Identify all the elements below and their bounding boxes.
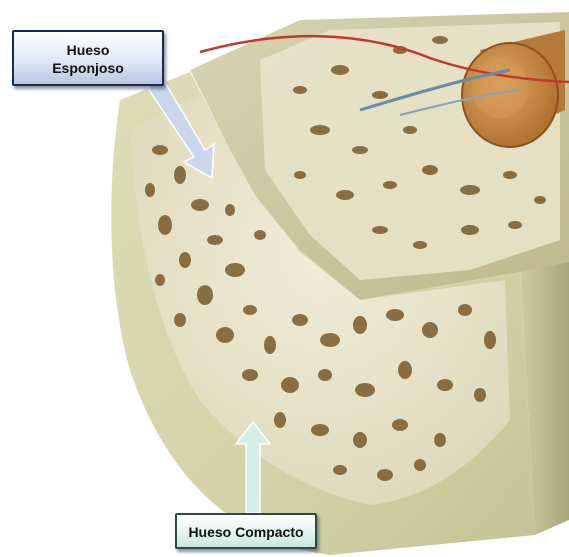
spongy-bone-label-line-1: Hueso [14,41,162,59]
spongy-bone-label-line-2: Esponjoso [14,59,162,77]
compact-bone-label-text: Hueso Compacto [177,523,315,541]
spongy-bone-label: Hueso Esponjoso [12,30,164,86]
compact-bone-label: Hueso Compacto [175,513,317,549]
